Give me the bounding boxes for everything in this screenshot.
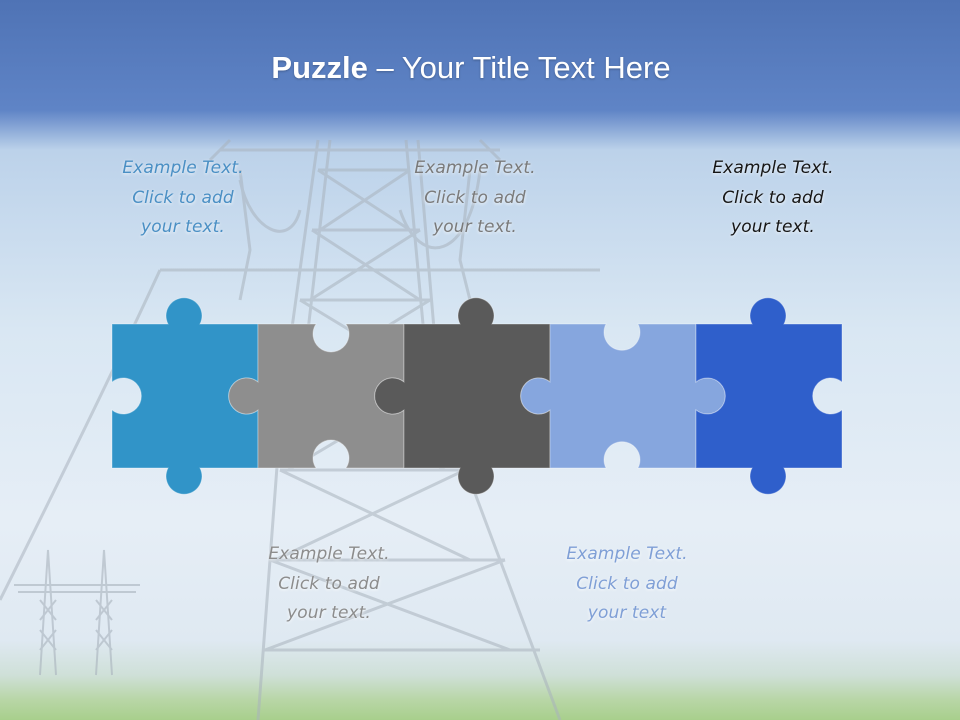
title-bold: Puzzle bbox=[271, 50, 368, 85]
callout-line: your text bbox=[587, 603, 667, 623]
callout-line: Example Text. bbox=[414, 158, 536, 178]
royal-blue-piece[interactable] bbox=[695, 297, 843, 495]
page-title[interactable]: Puzzle – Your Title Text Here bbox=[0, 50, 942, 86]
callout-line: your text. bbox=[731, 217, 815, 237]
callout-1[interactable]: Example Text. Click to add your text. bbox=[83, 154, 283, 243]
callout-4[interactable]: Example Text. Click to add your text. bbox=[229, 540, 429, 629]
callout-line: your text. bbox=[287, 603, 371, 623]
callout-3[interactable]: Example Text. Click to add your text. bbox=[673, 154, 873, 243]
callout-line: Click to add bbox=[132, 187, 234, 208]
callout-line: Example Text. bbox=[566, 544, 688, 564]
callout-5[interactable]: Example Text. Click to add your text bbox=[527, 540, 727, 629]
periwinkle-piece[interactable] bbox=[520, 323, 726, 469]
title-rest: – Your Title Text Here bbox=[367, 50, 671, 85]
callout-line: Example Text. bbox=[268, 544, 390, 564]
callout-line: your text. bbox=[433, 217, 517, 237]
callout-2[interactable]: Example Text. Click to add your text. bbox=[375, 154, 575, 243]
callout-line: Click to add bbox=[278, 573, 380, 594]
callout-line: Example Text. bbox=[712, 158, 834, 178]
callout-line: your text. bbox=[141, 217, 225, 237]
callout-line: Click to add bbox=[722, 187, 824, 208]
callout-line: Example Text. bbox=[122, 158, 244, 178]
callout-line: Click to add bbox=[424, 187, 526, 208]
callout-line: Click to add bbox=[576, 573, 678, 594]
